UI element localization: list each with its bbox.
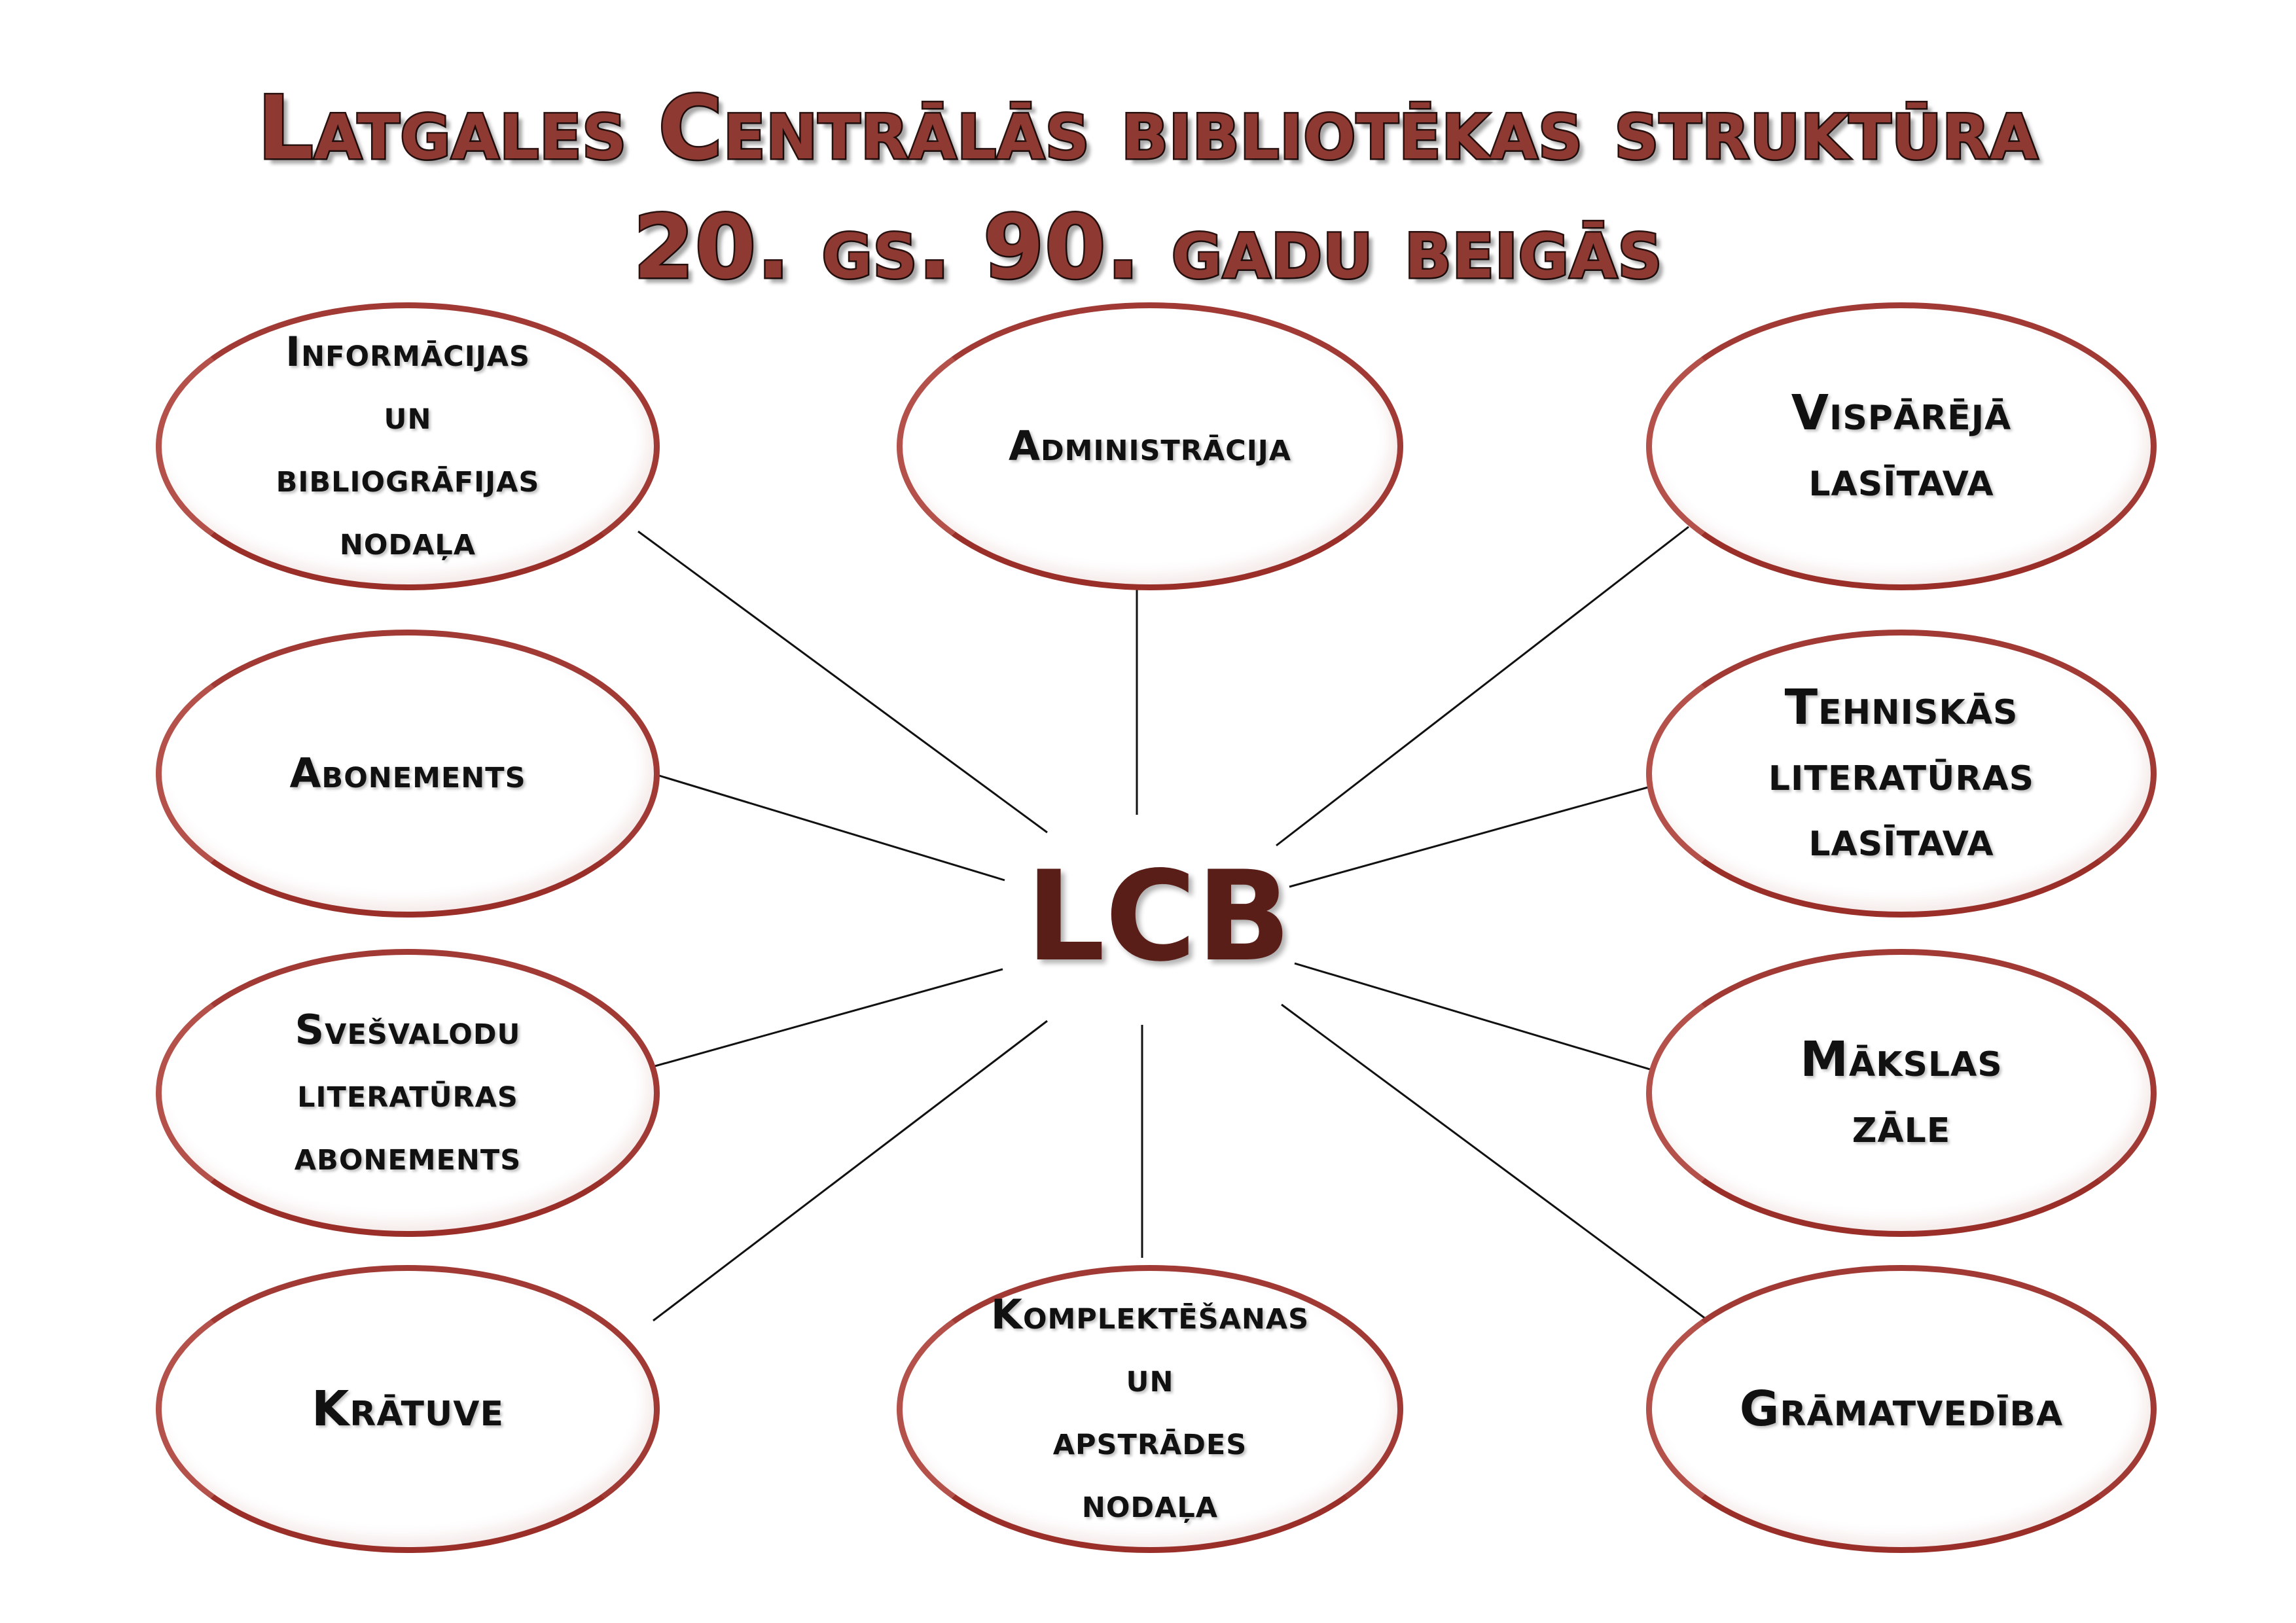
node-label: Komplektēšanas un apstrādes nodaļa bbox=[990, 1290, 1310, 1527]
node-label: Mākslas zāle bbox=[1800, 1031, 2003, 1154]
node-label: Tehniskās literatūras lasītava bbox=[1768, 679, 2035, 868]
node-label: Administrācija bbox=[1009, 421, 1291, 470]
center-node-lcb: LCB bbox=[1026, 844, 1291, 989]
node-label: Svešvalodu literatūras abonements bbox=[294, 1005, 522, 1180]
diagram-title-line-1: Latgales Centrālās bibliotēkas struktūra bbox=[256, 76, 2039, 181]
node-makslas-zale: Mākslas zāle bbox=[1646, 949, 2157, 1237]
connector-gramatvediba bbox=[1281, 1003, 1709, 1322]
connector-kratuve bbox=[653, 1020, 1048, 1322]
node-label: Informācijas un bibliogrāfijas nodaļa bbox=[276, 327, 540, 565]
connector-visparaja bbox=[1276, 526, 1689, 847]
connector-informacijas bbox=[637, 530, 1048, 834]
node-label: Grāmatvedība bbox=[1739, 1380, 2064, 1437]
node-abonements: Abonements bbox=[156, 630, 660, 918]
node-svesvalodu-abonements: Svešvalodu literatūras abonements bbox=[156, 949, 660, 1237]
node-gramatvediba: Grāmatvedība bbox=[1646, 1265, 2157, 1553]
node-administracija: Administrācija bbox=[897, 302, 1403, 590]
diagram-title-line-2: 20. gs. 90. gadu beigās bbox=[632, 195, 1664, 300]
node-tehniskas-literaturas-lasitava: Tehniskās literatūras lasītava bbox=[1646, 630, 2157, 918]
node-label: Krātuve bbox=[311, 1380, 505, 1437]
connector-tehniskas bbox=[1289, 786, 1649, 888]
connector-abonements bbox=[647, 771, 1005, 882]
node-komplektesanas-apstrades: Komplektēšanas un apstrādes nodaļa bbox=[897, 1265, 1403, 1553]
node-informacijas-bibliografijas: Informācijas un bibliogrāfijas nodaļa bbox=[156, 302, 660, 590]
node-visparaja-lasitava: Vispārējā lasītava bbox=[1646, 302, 2157, 590]
node-label: Abonements bbox=[289, 749, 526, 797]
node-label: Vispārējā lasītava bbox=[1791, 385, 2012, 507]
connector-svesvalodu bbox=[647, 968, 1003, 1069]
node-kratuve: Krātuve bbox=[156, 1265, 660, 1553]
connector-makslas bbox=[1294, 962, 1655, 1072]
